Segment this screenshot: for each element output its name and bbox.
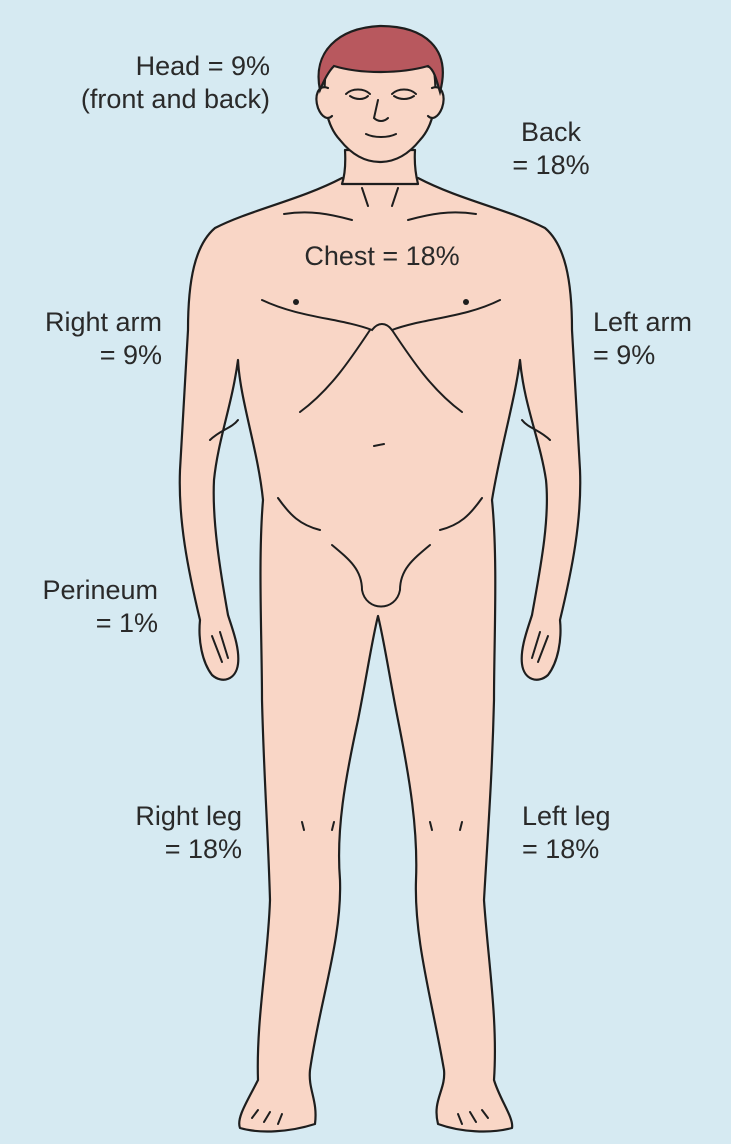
- label-back-line1: Back: [496, 116, 606, 149]
- label-left-leg: Left leg = 18%: [522, 800, 672, 866]
- label-head-line2: (front and back): [6, 83, 270, 116]
- label-left-leg-line2: = 18%: [522, 833, 672, 866]
- label-right-leg: Right leg = 18%: [90, 800, 242, 866]
- label-head: Head = 9% (front and back): [6, 50, 270, 116]
- label-chest: Chest = 18%: [274, 240, 490, 273]
- label-left-arm-line1: Left arm: [593, 306, 731, 339]
- label-left-arm-line2: = 9%: [593, 339, 731, 372]
- label-perineum-line2: = 1%: [0, 607, 158, 640]
- right-nipple: [293, 299, 299, 305]
- head: [325, 63, 436, 163]
- label-left-arm: Left arm = 9%: [593, 306, 731, 372]
- label-back-line2: = 18%: [496, 149, 606, 182]
- label-back: Back = 18%: [496, 116, 606, 182]
- label-perineum: Perineum = 1%: [0, 574, 158, 640]
- label-chest-line1: Chest = 18%: [274, 240, 490, 273]
- label-right-arm-line2: = 9%: [0, 339, 162, 372]
- label-right-leg-line1: Right leg: [90, 800, 242, 833]
- label-head-line1: Head = 9%: [6, 50, 270, 83]
- label-right-arm-line1: Right arm: [0, 306, 162, 339]
- body-silhouette: [180, 178, 581, 1131]
- label-perineum-line1: Perineum: [0, 574, 158, 607]
- label-right-arm: Right arm = 9%: [0, 306, 162, 372]
- label-left-leg-line1: Left leg: [522, 800, 672, 833]
- label-right-leg-line2: = 18%: [90, 833, 242, 866]
- left-nipple: [463, 299, 469, 305]
